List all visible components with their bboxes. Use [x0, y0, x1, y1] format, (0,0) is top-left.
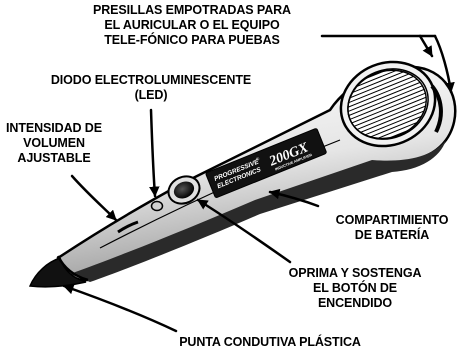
power-button	[173, 181, 195, 199]
callout-intensidad-line-1: INTENSIDAD DE	[6, 121, 102, 135]
volume-wheel	[117, 220, 139, 234]
brand-trademark: ®	[255, 155, 261, 162]
callout-oprima-line-2: EL BOTÓN DE	[312, 281, 398, 295]
callout-oprima-line-1: OPRIMA Y SOSTENGA	[288, 266, 422, 280]
grill-line	[337, 70, 427, 108]
callout-compartimiento-line-2: DE BATERÍA	[354, 228, 430, 242]
grill-line	[346, 92, 436, 130]
grill-line	[340, 78, 430, 116]
arrow-intensidad	[70, 174, 118, 222]
speaker-grill-outline	[347, 69, 427, 140]
callout-diodo-line-2: (LED)	[134, 88, 168, 102]
callout-compartimiento: COMPARTIMIENTO DE BATERÍA	[322, 213, 462, 243]
arrow-oprima	[196, 198, 292, 264]
arrow-punta	[62, 284, 178, 333]
callout-intensidad-line-3: AJUSTABLE	[17, 151, 91, 165]
grill-line	[347, 96, 437, 134]
callout-oprima-line-3: ENCENDIDO	[317, 296, 393, 310]
led-diode	[150, 200, 164, 212]
callout-punta-line-1: PUNTA CONDUTIVA PLÁSTICA	[179, 335, 361, 349]
arrow-presillas-a	[418, 34, 434, 58]
callout-presillas-line-3: TELE-FÓNICO PARA PUEBAS	[104, 33, 280, 47]
conductive-tip	[28, 257, 87, 288]
grill-line	[349, 100, 437, 138]
callout-diodo-line-1: DIODO ELECTROLUMINESCENTE	[50, 73, 252, 87]
callout-intensidad-line-2: VOLUMEN	[23, 136, 85, 150]
grill-line	[341, 81, 432, 119]
probe-device: PROGRESSIVE ® ELECTRONICS 200GX INDUCTIV…	[28, 58, 457, 288]
callout-diodo: DIODO ELECTROLUMINESCENTE (LED)	[22, 73, 280, 103]
brand-label-panel: PROGRESSIVE ® ELECTRONICS 200GX INDUCTIV…	[205, 128, 327, 198]
grill-line	[344, 89, 435, 127]
callout-punta: PUNTA CONDUTIVA PLÁSTICA	[150, 335, 390, 350]
grill-line	[343, 85, 433, 123]
tip-collar	[56, 255, 89, 282]
callout-compartimiento-line-1: COMPARTIMIENTO	[335, 213, 449, 227]
grill-line	[338, 74, 429, 112]
callout-arrows	[62, 34, 455, 333]
callout-presillas-line-2: EL AURICULAR O EL EQUIPO	[104, 18, 280, 32]
recessed-clip	[430, 84, 443, 133]
callout-oprima: OPRIMA Y SOSTENGA EL BOTÓN DE ENCENDIDO	[270, 266, 440, 311]
arrow-compartimiento	[268, 188, 320, 208]
arrow-presillas-b	[433, 34, 455, 94]
body-shadow-edge	[70, 140, 446, 282]
callout-presillas: PRESILLAS EMPOTRADAS PARA EL AURICULAR O…	[58, 3, 326, 48]
callout-presillas-line-1: PRESILLAS EMPOTRADAS PARA	[93, 3, 291, 17]
arrow-diodo	[149, 108, 160, 198]
callout-intensidad: INTENSIDAD DE VOLUMEN AJUSTABLE	[0, 121, 108, 166]
